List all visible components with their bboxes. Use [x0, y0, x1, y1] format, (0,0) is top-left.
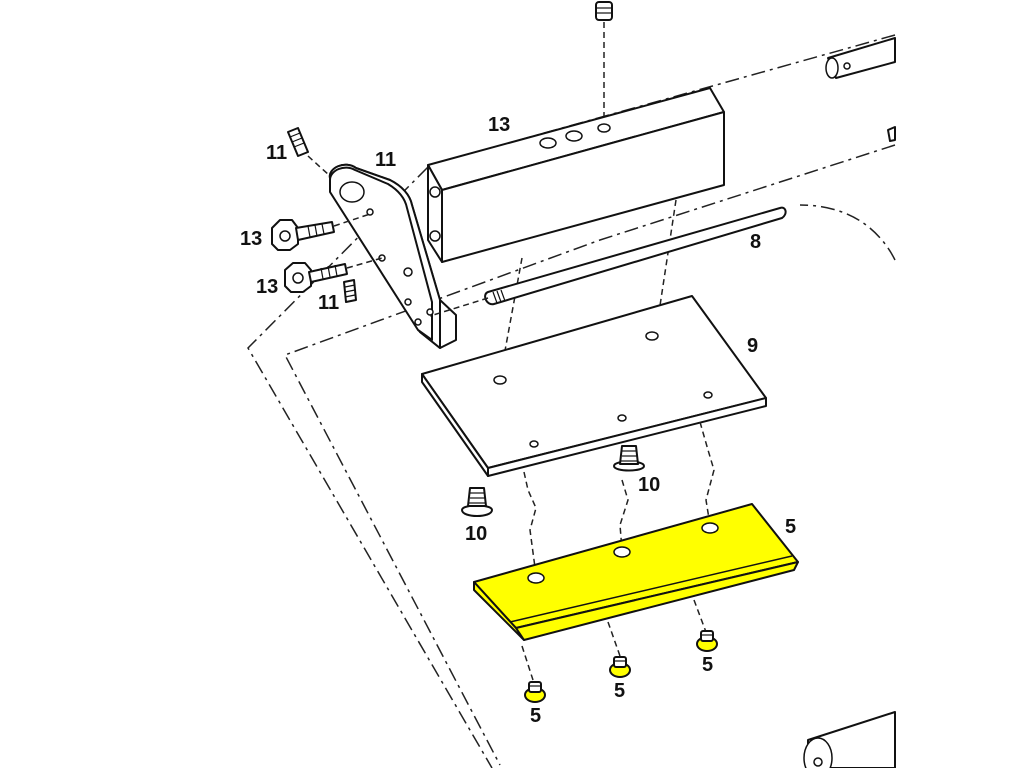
blade-part-5: [473, 503, 799, 641]
plate-to-blade-guides: [523, 421, 715, 576]
block-part-13: [427, 87, 725, 379]
plate-part-9: [421, 295, 767, 477]
blade-bevel: [515, 561, 799, 641]
callout-11-set-screw: 11: [318, 292, 339, 314]
screw-10-left: [461, 487, 493, 517]
top-set-screw: [595, 1, 613, 120]
callout-9-plate: 9: [747, 335, 758, 357]
callout-11-bracket: 11: [375, 149, 396, 171]
callout-5-screw-b: 5: [614, 680, 625, 702]
plate-screws-part-10: [461, 445, 645, 517]
callout-10-screw-left: 10: [465, 523, 487, 545]
blade-screw-b: [609, 656, 631, 678]
bracket-part-11: [328, 163, 457, 349]
callout-13-block: 13: [488, 114, 510, 136]
callout-13-bolt-upper: 13: [240, 228, 262, 250]
blade-to-screw-guides: [521, 599, 707, 681]
callout-8-rod: 8: [750, 231, 761, 253]
callout-5-blade: 5: [785, 516, 796, 538]
callout-5-screw-a: 5: [530, 705, 541, 727]
callout-11-screw: 11: [266, 142, 287, 164]
blade-screws-part-5: [524, 630, 718, 703]
hex-bolt-lower: [284, 257, 383, 293]
bracket-set-screws: [287, 127, 357, 303]
hex-bolts-part-13: [271, 213, 383, 293]
roller: [803, 711, 896, 768]
callout-13-bolt-lower: 13: [256, 276, 278, 298]
shaft-end: [825, 37, 896, 142]
callout-10-screw-right: 10: [638, 474, 660, 496]
screw-10-right: [613, 445, 645, 472]
hex-bolt-upper: [271, 213, 371, 251]
blade-screw-a: [524, 681, 546, 703]
callout-5-screw-c: 5: [702, 654, 713, 676]
callout-labels: 13 11 11 13 13 11 8 9 10 10 5 5 5 5: [240, 114, 796, 727]
blade-screw-c: [696, 630, 718, 652]
rod-part-8: [429, 206, 787, 317]
frame-outline: [247, 34, 896, 768]
